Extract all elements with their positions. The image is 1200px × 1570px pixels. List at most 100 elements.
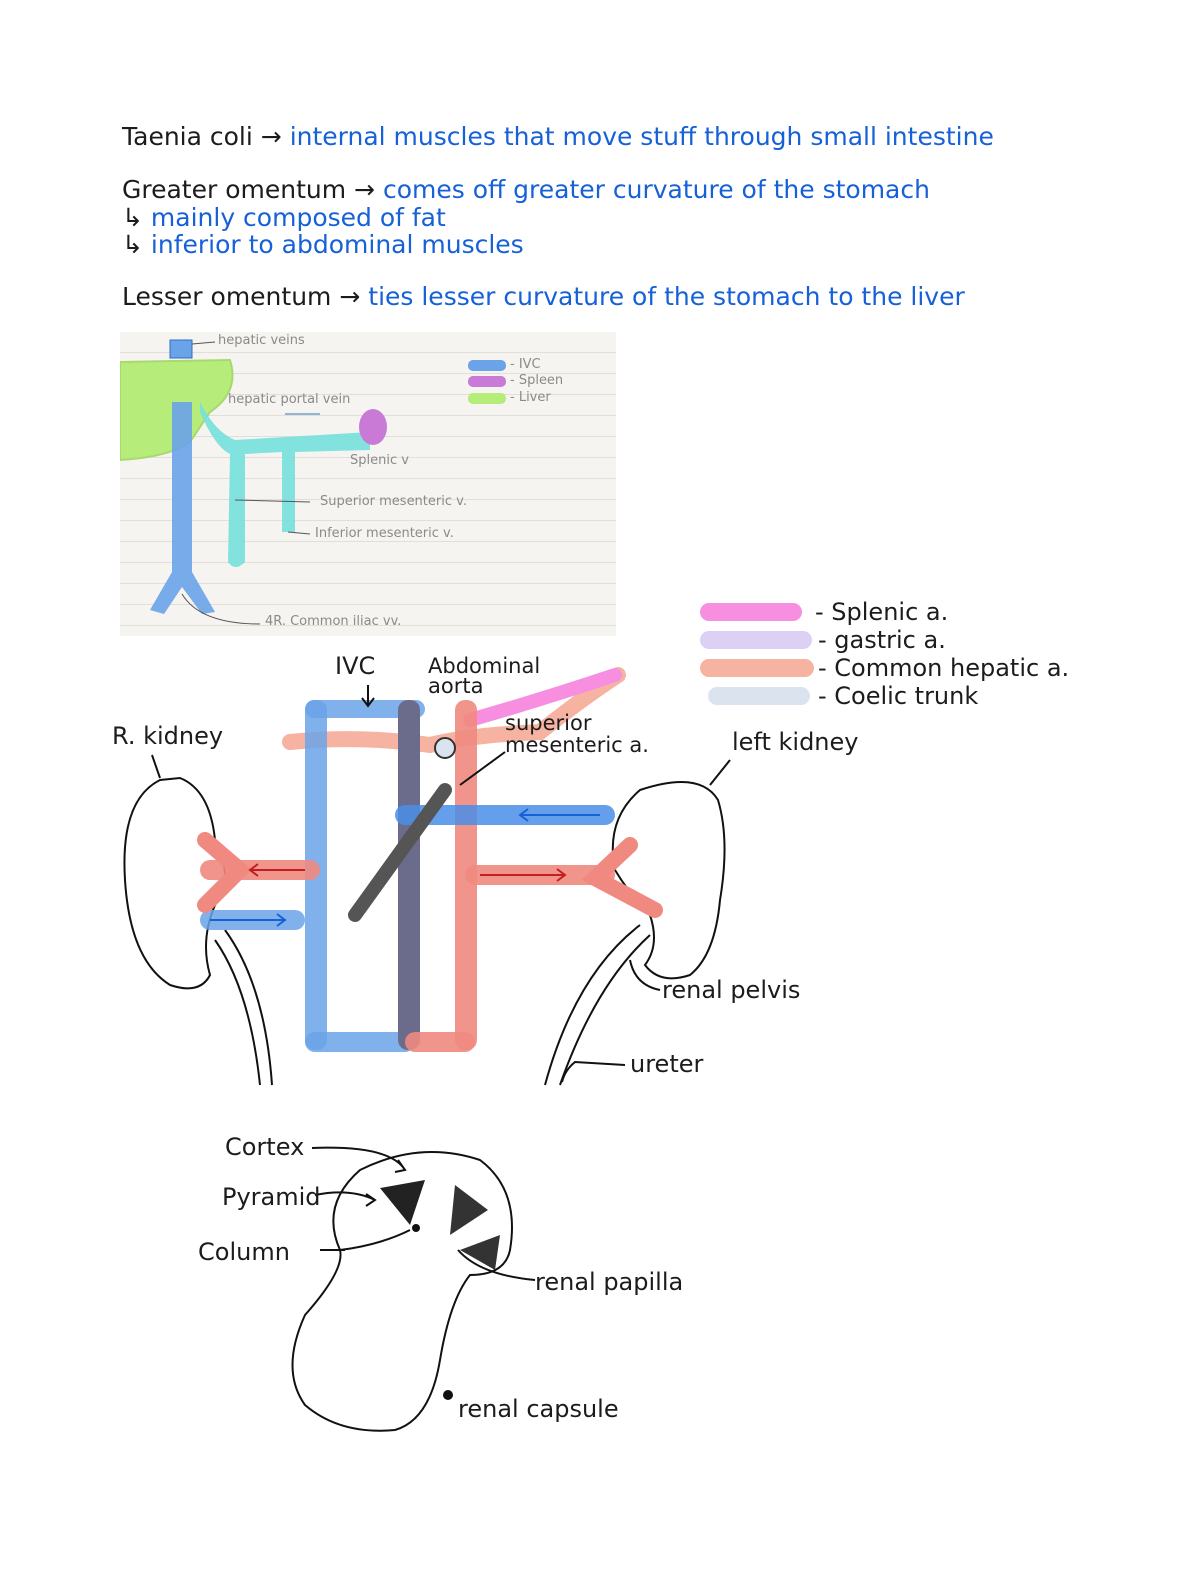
- label-splenic-v: Splenic v: [350, 453, 409, 468]
- label-abdominal-aorta: Abdominal aorta: [428, 654, 541, 698]
- right-ureter: [224, 929, 273, 1086]
- label-hepatic-portal-vein: hepatic portal vein: [228, 392, 351, 407]
- pointer-arrow-sma: [459, 751, 506, 786]
- capsule-dot: [443, 1390, 453, 1400]
- sub-arrow-icon: ↳: [122, 203, 143, 232]
- arrow-icon: [480, 868, 567, 882]
- pointer-arrow-cortex: [311, 1146, 407, 1173]
- legend-label-liver: - Liver: [510, 390, 551, 405]
- definition-lesser-omentum: ties lesser curvature of the stomach to …: [368, 282, 965, 311]
- arrow-icon: →: [260, 122, 282, 151]
- term-greater-omentum: Greater omentum: [122, 175, 347, 204]
- label-inferior-mesenteric-v: Inferior mesenteric v.: [315, 526, 454, 541]
- legend-swatch-ivc: [468, 360, 506, 371]
- renal-pyramid: [380, 1180, 425, 1225]
- leader-line: [191, 341, 216, 345]
- label-r-kidney: R. kidney: [112, 722, 224, 750]
- legend-swatch-splenic: [700, 603, 802, 621]
- label-pyramid: Pyramid: [222, 1183, 321, 1211]
- pointer-arrow-pyramid: [314, 1191, 377, 1207]
- renal-diagram: - Splenic a. - gastric a. - Common hepat…: [112, 598, 1070, 1086]
- legend-label-splenic: - Splenic a.: [815, 598, 949, 626]
- arrow-icon: →: [339, 282, 361, 311]
- kidney-section-diagram: Cortex Pyramid Column renal papilla rena…: [0, 1100, 1200, 1570]
- pointer-arrow-r-kidney: [151, 754, 161, 779]
- label-common-iliac: 4R. Common iliac vv.: [265, 614, 402, 629]
- sub-arrow-icon: ↳: [122, 230, 143, 259]
- pointer-arrow-ivc: [361, 685, 375, 708]
- label-hepatic-veins: hepatic veins: [218, 333, 305, 348]
- subpoint-fat: mainly composed of fat: [150, 203, 446, 232]
- legend-label-ivc: - IVC: [510, 357, 541, 372]
- renal-pyramid: [460, 1235, 500, 1270]
- legend-label-coelic: - Coelic trunk: [818, 682, 979, 710]
- left-ureter: [544, 924, 641, 1086]
- right-kidney-outline: [123, 776, 226, 990]
- ivc-top: [305, 700, 425, 718]
- arrow-icon: [248, 863, 305, 877]
- label-column: Column: [198, 1238, 290, 1266]
- legend-label-spleen: - Spleen: [510, 373, 564, 388]
- kidney-section-drawing: [291, 1146, 536, 1432]
- spleen-shape: [359, 409, 387, 445]
- ivc-bottom: [305, 1032, 415, 1052]
- renal-diagram-drawing: [123, 603, 814, 1086]
- portal-diagram: hepatic veins hepatic portal vein Spleni…: [120, 332, 616, 636]
- portal-diagram-drawing: [120, 339, 506, 625]
- definition-greater-omentum: comes off greater curvature of the stoma…: [382, 175, 930, 204]
- renal-pyramid: [450, 1185, 488, 1235]
- leader-line: [181, 593, 261, 625]
- note-line-greater-omentum: Greater omentum → comes off greater curv…: [122, 175, 930, 204]
- left-ureter: [559, 934, 651, 1086]
- arrow-icon: [210, 913, 287, 927]
- portal-vein-shape: [200, 402, 370, 567]
- subpoint-inferior: inferior to abdominal muscles: [150, 230, 524, 259]
- arrow-icon: →: [354, 175, 375, 204]
- left-kidney-outline: [611, 781, 726, 980]
- legend-swatch-hepatic: [700, 659, 814, 677]
- pointer-line-ureter: [561, 1060, 626, 1083]
- aorta-bottom: [405, 1032, 475, 1052]
- legend-swatch-coelic: [708, 687, 810, 705]
- label-superior-mesenteric: superior mesenteric a.: [505, 711, 649, 757]
- definition-taenia-coli: internal muscles that move stuff through…: [289, 122, 994, 151]
- label-ureter: ureter: [630, 1050, 704, 1078]
- legend-label-hepatic: - Common hepatic a.: [818, 654, 1070, 682]
- left-renal-vein: [395, 805, 615, 825]
- label-cortex: Cortex: [225, 1133, 305, 1161]
- leader-line: [234, 499, 311, 503]
- label-renal-capsule: renal capsule: [458, 1395, 619, 1423]
- legend-swatch-liver: [468, 393, 506, 404]
- leader-line: [287, 531, 311, 535]
- note-line-taenia-coli: Taenia coli → internal muscles that move…: [122, 122, 994, 151]
- right-ureter: [214, 939, 261, 1086]
- pointer-line-renal-papilla: [457, 1249, 536, 1281]
- coelic-trunk: [434, 737, 456, 759]
- label-renal-papilla: renal papilla: [535, 1268, 684, 1296]
- legend-swatch-gastric: [700, 631, 812, 649]
- pointer-line-renal-pelvis: [629, 959, 661, 991]
- label-ivc: IVC: [335, 652, 376, 680]
- kidney-section-outline: [291, 1151, 513, 1432]
- ivc-shape: [150, 402, 215, 614]
- hepatic-veins-shape: [169, 339, 193, 359]
- label-renal-pelvis: renal pelvis: [662, 976, 801, 1004]
- note-line-lesser-omentum: Lesser omentum → ties lesser curvature o…: [122, 282, 965, 311]
- splenic-artery: [463, 668, 622, 727]
- term-taenia-coli: Taenia coli: [122, 122, 253, 151]
- superior-mesenteric-artery: [348, 783, 452, 922]
- label-superior-mesenteric-v: Superior mesenteric v.: [320, 494, 467, 509]
- legend-label-gastric: - gastric a.: [818, 626, 946, 654]
- right-renal-artery-branch: [197, 832, 252, 913]
- term-lesser-omentum: Lesser omentum: [122, 282, 332, 311]
- left-renal-artery-branch: [581, 837, 663, 918]
- arrow-icon: [518, 808, 600, 822]
- note-line-inferior: ↳ inferior to abdominal muscles: [122, 230, 524, 259]
- label-left-kidney: left kidney: [732, 728, 859, 756]
- aorta-dark: [398, 700, 420, 1050]
- legend-swatch-spleen: [468, 376, 506, 387]
- papilla-dot: [412, 1224, 420, 1232]
- column-line: [339, 1229, 411, 1251]
- pointer-arrow-left-kidney: [709, 759, 731, 786]
- note-line-composed-of-fat: ↳ mainly composed of fat: [122, 203, 446, 232]
